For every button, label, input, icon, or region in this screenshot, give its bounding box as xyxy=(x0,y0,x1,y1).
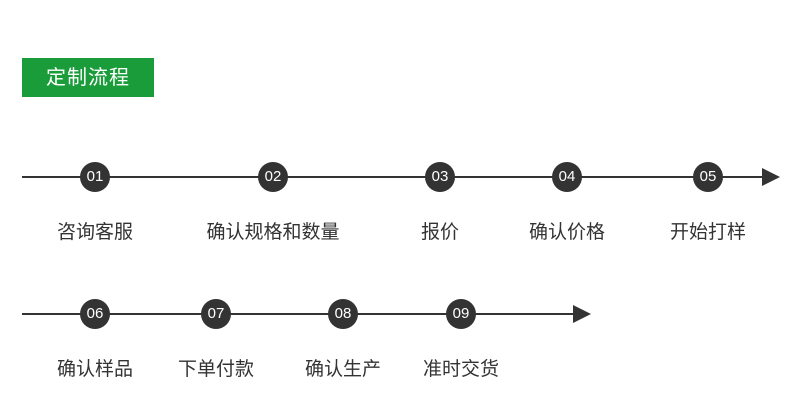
timeline-line-row-1 xyxy=(22,176,768,178)
step-label: 确认样品 xyxy=(56,358,133,380)
step-number: 06 xyxy=(80,299,110,329)
step-label: 确认规格和数量 xyxy=(206,221,340,243)
step-number: 04 xyxy=(552,162,582,192)
step-label: 确认生产 xyxy=(304,358,381,380)
step-label: 确认价格 xyxy=(528,221,605,243)
step-number: 08 xyxy=(328,299,358,329)
step-label: 准时交货 xyxy=(422,358,499,380)
step-number: 05 xyxy=(693,162,723,192)
arrow-right-icon xyxy=(762,168,780,186)
step-label: 开始打样 xyxy=(669,221,746,243)
step-number: 01 xyxy=(80,162,110,192)
step-number: 09 xyxy=(446,299,476,329)
step-label: 报价 xyxy=(420,221,459,243)
step-number: 03 xyxy=(425,162,455,192)
step-label: 咨询客服 xyxy=(56,221,133,243)
step-label: 下单付款 xyxy=(177,358,254,380)
step-number: 07 xyxy=(201,299,231,329)
arrow-right-icon xyxy=(573,305,591,323)
timeline-line-row-2 xyxy=(22,313,578,315)
step-number: 02 xyxy=(258,162,288,192)
process-title: 定制流程 xyxy=(22,58,154,97)
